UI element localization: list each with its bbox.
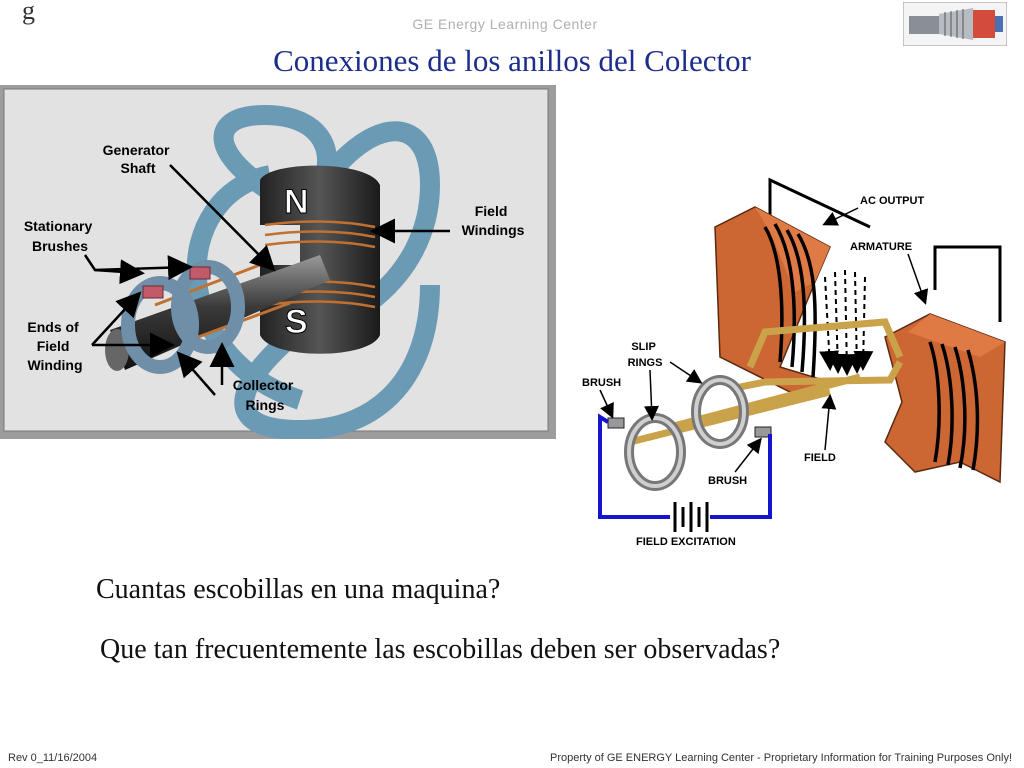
brush-left <box>607 417 625 429</box>
label-stationary-brushes: Stationary Brushes <box>24 218 96 254</box>
label-brush-bottom: BRUSH <box>708 475 747 487</box>
revision-label: Rev 0_11/16/2004 <box>8 752 98 764</box>
label-field-excitation: FIELD EXCITATION <box>636 536 736 548</box>
label-brush-left: BRUSH <box>582 377 621 389</box>
label-armature: ARMATURE <box>850 241 912 253</box>
stationary-brush-1 <box>142 285 164 299</box>
generator-collector-diagram: N S Generator Shaft Stationary Brushes E… <box>0 85 556 439</box>
label-slip-rings: SLIP RINGS <box>628 341 663 369</box>
label-field-windings: Field Windings <box>462 203 525 238</box>
learning-center-name: GE Energy Learning Center <box>412 16 598 32</box>
stationary-brush-2 <box>189 266 211 280</box>
question-brush-inspection-frequency: Que tan frecuentemente las escobillas de… <box>100 634 781 665</box>
south-pole-label: S <box>285 303 308 341</box>
proprietary-notice: Property of GE ENERGY Learning Center - … <box>550 752 1012 764</box>
north-pole-label: N <box>284 183 309 221</box>
ac-output-wire-right <box>933 245 1002 322</box>
label-generator-shaft: Generator Shaft <box>103 142 174 176</box>
slide-title: Conexiones de los anillos del Colector <box>273 43 751 78</box>
field-excitation-wire <box>598 413 670 519</box>
slip-rings <box>624 375 749 491</box>
label-ac-output: AC OUTPUT <box>860 195 924 207</box>
label-collector-rings: Collector Rings <box>233 377 298 413</box>
battery-icon <box>673 502 709 532</box>
brush-right <box>754 426 772 438</box>
question-brush-count: Cuantas escobillas en una maquina? <box>96 574 501 605</box>
ac-generator-diagram: AC OUTPUT ARMATURE SLIP RINGS BRUSH BRUS… <box>582 177 1006 548</box>
label-ends-of-field-winding: Ends of Field Winding <box>27 319 82 373</box>
label-field: FIELD <box>804 452 836 464</box>
turbine-icon <box>903 2 1007 46</box>
ge-logo: g <box>22 0 35 25</box>
armature-loop <box>746 318 904 369</box>
